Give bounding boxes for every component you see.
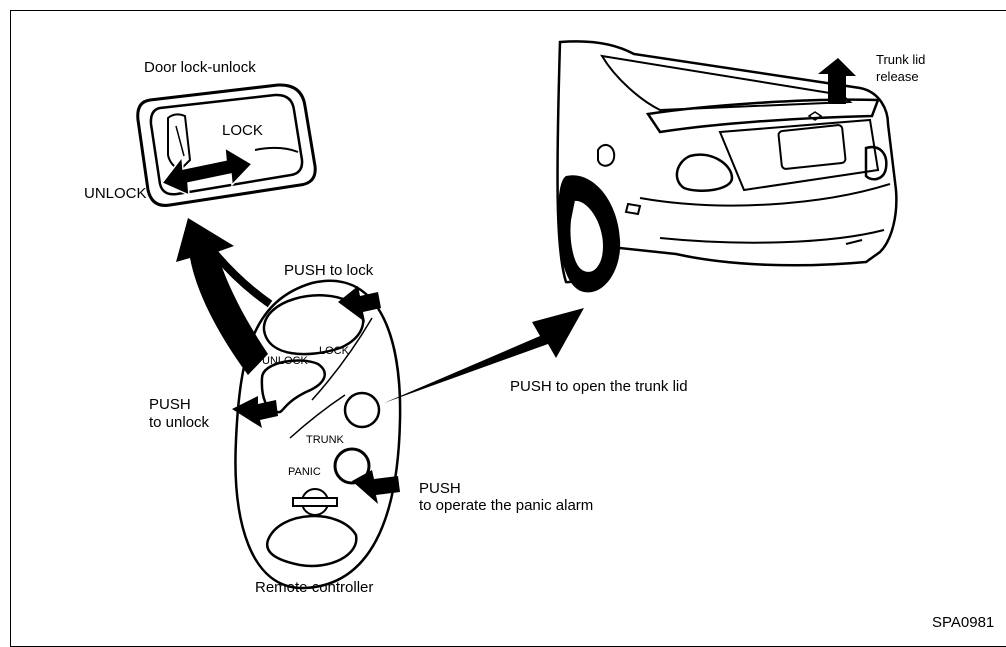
remote-controller-label: Remote controller <box>255 579 374 596</box>
trunk-release-arrow-icon <box>818 58 856 104</box>
push-unlock-label-line1: PUSH <box>149 396 191 413</box>
push-panic-label-line2: to operate the panic alarm <box>419 497 594 514</box>
curved-arrow-to-door-icon <box>176 218 268 375</box>
door-unlock-label: UNLOCK <box>84 185 147 202</box>
double-arrow-icon <box>160 146 254 197</box>
push-panic-arrow-icon <box>352 470 400 504</box>
trunk-release-label-line1: Trunk lid <box>876 52 926 67</box>
rear-wheel <box>558 175 621 293</box>
push-unlock-arrow-icon <box>232 396 278 428</box>
door-handle <box>136 83 317 207</box>
trunk-release-label-line2: release <box>876 69 919 84</box>
panic-button-label: PANIC <box>288 466 321 478</box>
arrow-to-trunk-icon <box>384 308 584 403</box>
push-open-trunk-label: PUSH to open the trunk lid <box>510 378 688 395</box>
figure-code: SPA0981 <box>932 614 995 631</box>
push-unlock-label-line2: to unlock <box>149 414 210 431</box>
trunk-button-label: TRUNK <box>306 434 344 446</box>
push-panic-label-line1: PUSH <box>419 480 461 497</box>
car-rear <box>556 40 898 284</box>
push-lock-arrow-icon <box>338 286 381 322</box>
door-lock-label: LOCK <box>222 122 263 139</box>
push-to-lock-label: PUSH to lock <box>284 262 374 279</box>
remote-controller <box>234 279 402 590</box>
door-lock-unlock-label: Door lock-unlock <box>144 59 256 76</box>
unlock-button-label: UNLOCK <box>262 355 308 367</box>
lock-button-label: LOCK <box>319 345 349 357</box>
